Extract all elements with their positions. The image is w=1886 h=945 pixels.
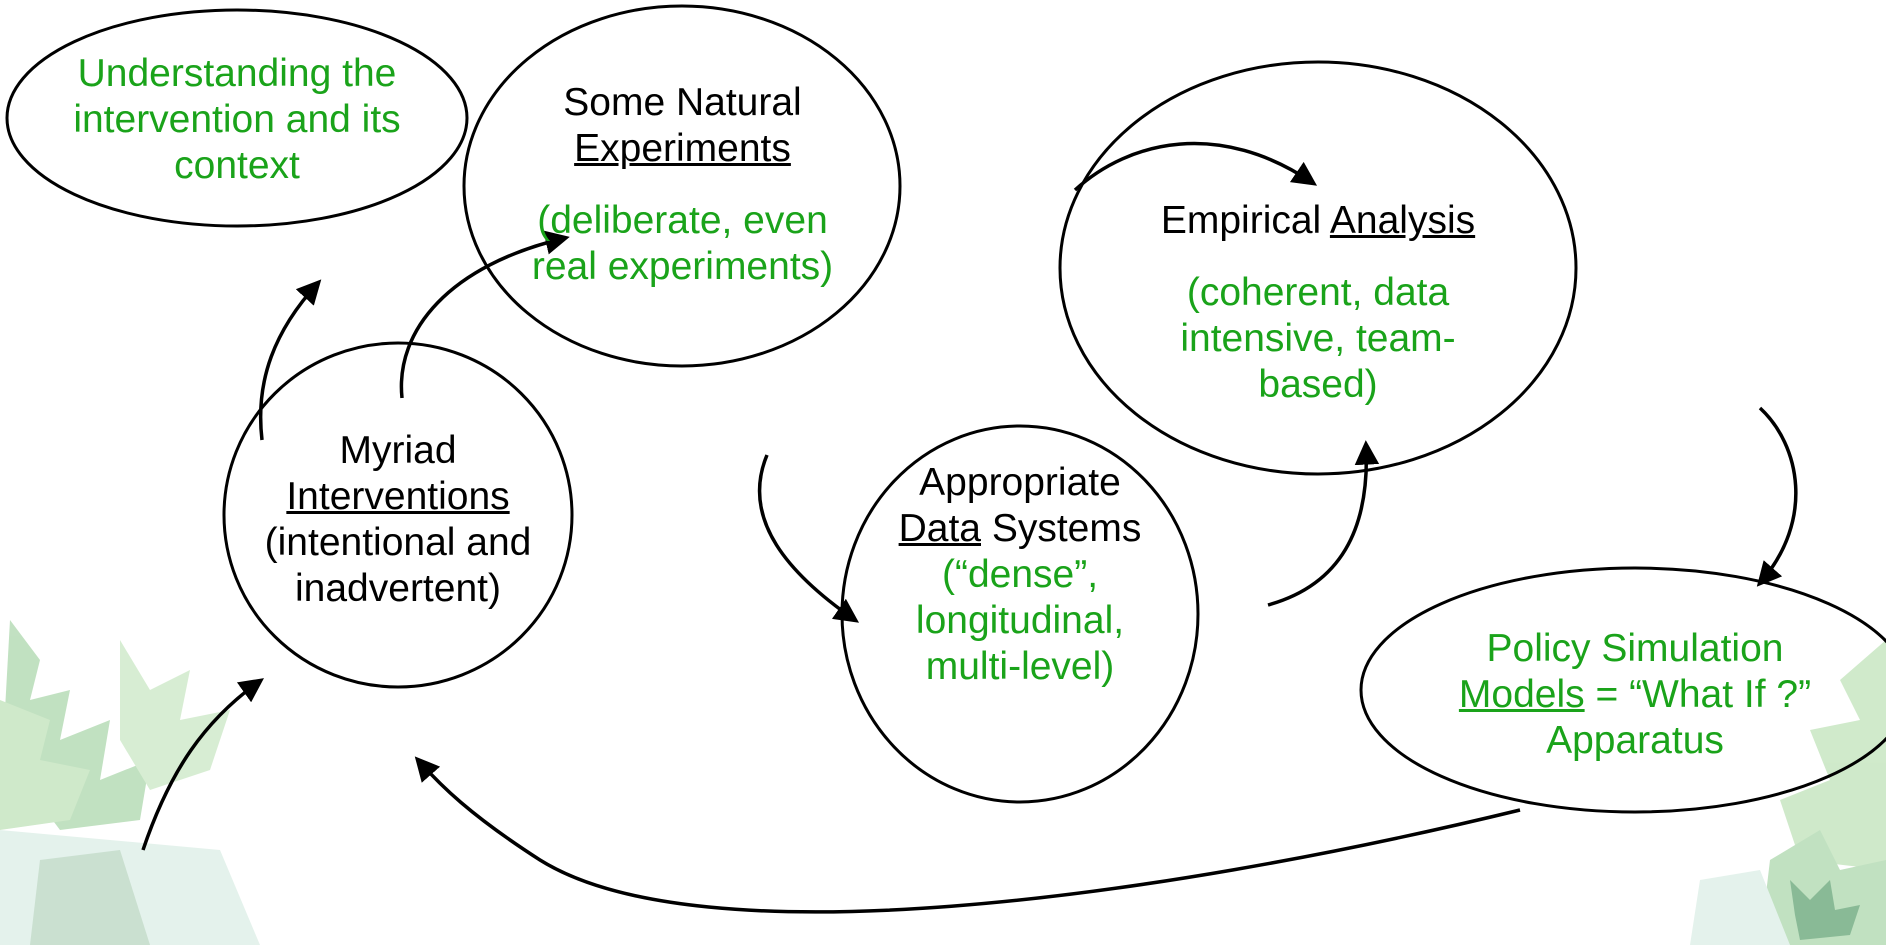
node-myriad: Myriad Interventions (intentional and in… [240, 420, 556, 620]
myriad-line2: Interventions [286, 475, 510, 518]
myriad-line1: Myriad [339, 429, 457, 472]
leaf-icon [1690, 640, 1886, 945]
data-sub3: multi-level) [925, 645, 1115, 688]
arrow-myriad-to-understanding [258, 279, 322, 441]
policy-line2: Models = “What If ?” [1459, 672, 1811, 718]
data-line2: Data Systems [899, 506, 1142, 552]
node-natural: Some Natural Experiments (deliberate, ev… [500, 80, 865, 360]
arrow-data-to-empirical [1267, 440, 1380, 607]
policy-line1: Policy Simulation [1486, 627, 1784, 670]
node-understanding-shape [5, 8, 469, 228]
arrow-start-to-myriad [141, 678, 264, 851]
leaf-icon [0, 620, 260, 945]
data-line1: Appropriate [919, 461, 1121, 504]
policy-line2-rest: = “What If ?” [1584, 673, 1812, 716]
arrow-myriad-to-natural [399, 230, 570, 399]
natural-sub2: real experiments) [531, 245, 834, 288]
understanding-line2: intervention and its [73, 98, 401, 141]
policy-line2-underlined: Models [1458, 673, 1585, 716]
natural-title1: Some Natural [563, 81, 802, 124]
understanding-line1: Understanding the [77, 52, 397, 95]
natural-title2: Experiments [574, 127, 791, 170]
empirical-title-plain: Empirical [1160, 199, 1330, 242]
data-line2-underlined: Data [898, 507, 981, 550]
myriad-line4: inadvertent) [295, 567, 501, 610]
understanding-line3: context [174, 144, 300, 187]
arrow-empirical-to-policy [1756, 406, 1798, 587]
arrow-natural-to-empirical [1073, 141, 1318, 192]
arrow-policy-to-myriad [414, 756, 1521, 914]
empirical-title: Empirical Analysis [1161, 198, 1475, 244]
empirical-sub2: intensive, team- [1180, 317, 1456, 360]
data-sub1: (“dense”, [941, 553, 1099, 596]
node-policy-shape [1359, 566, 1886, 814]
node-natural-shape [462, 4, 902, 368]
empirical-sub3: based) [1258, 363, 1378, 406]
empirical-sub1: (coherent, data [1186, 271, 1450, 314]
node-empirical-shape [1058, 60, 1578, 476]
node-myriad-shape [222, 341, 574, 689]
arrow-natural-to-data [757, 454, 860, 623]
data-sub2: longitudinal, [915, 599, 1125, 642]
node-policy: Policy Simulation Models = “What If ?” A… [1390, 620, 1880, 770]
policy-line3: Apparatus [1546, 719, 1724, 762]
data-line2-rest: Systems [981, 507, 1142, 550]
myriad-line3: (intentional and [264, 521, 532, 564]
node-understanding: Understanding the intervention and its c… [30, 30, 444, 210]
node-data-systems: Appropriate Data Systems (“dense”, longi… [870, 460, 1170, 760]
natural-sub1: (deliberate, even [537, 199, 828, 242]
node-empirical: Empirical Analysis (coherent, data inten… [1100, 198, 1536, 458]
empirical-title-underlined: Analysis [1329, 199, 1476, 242]
